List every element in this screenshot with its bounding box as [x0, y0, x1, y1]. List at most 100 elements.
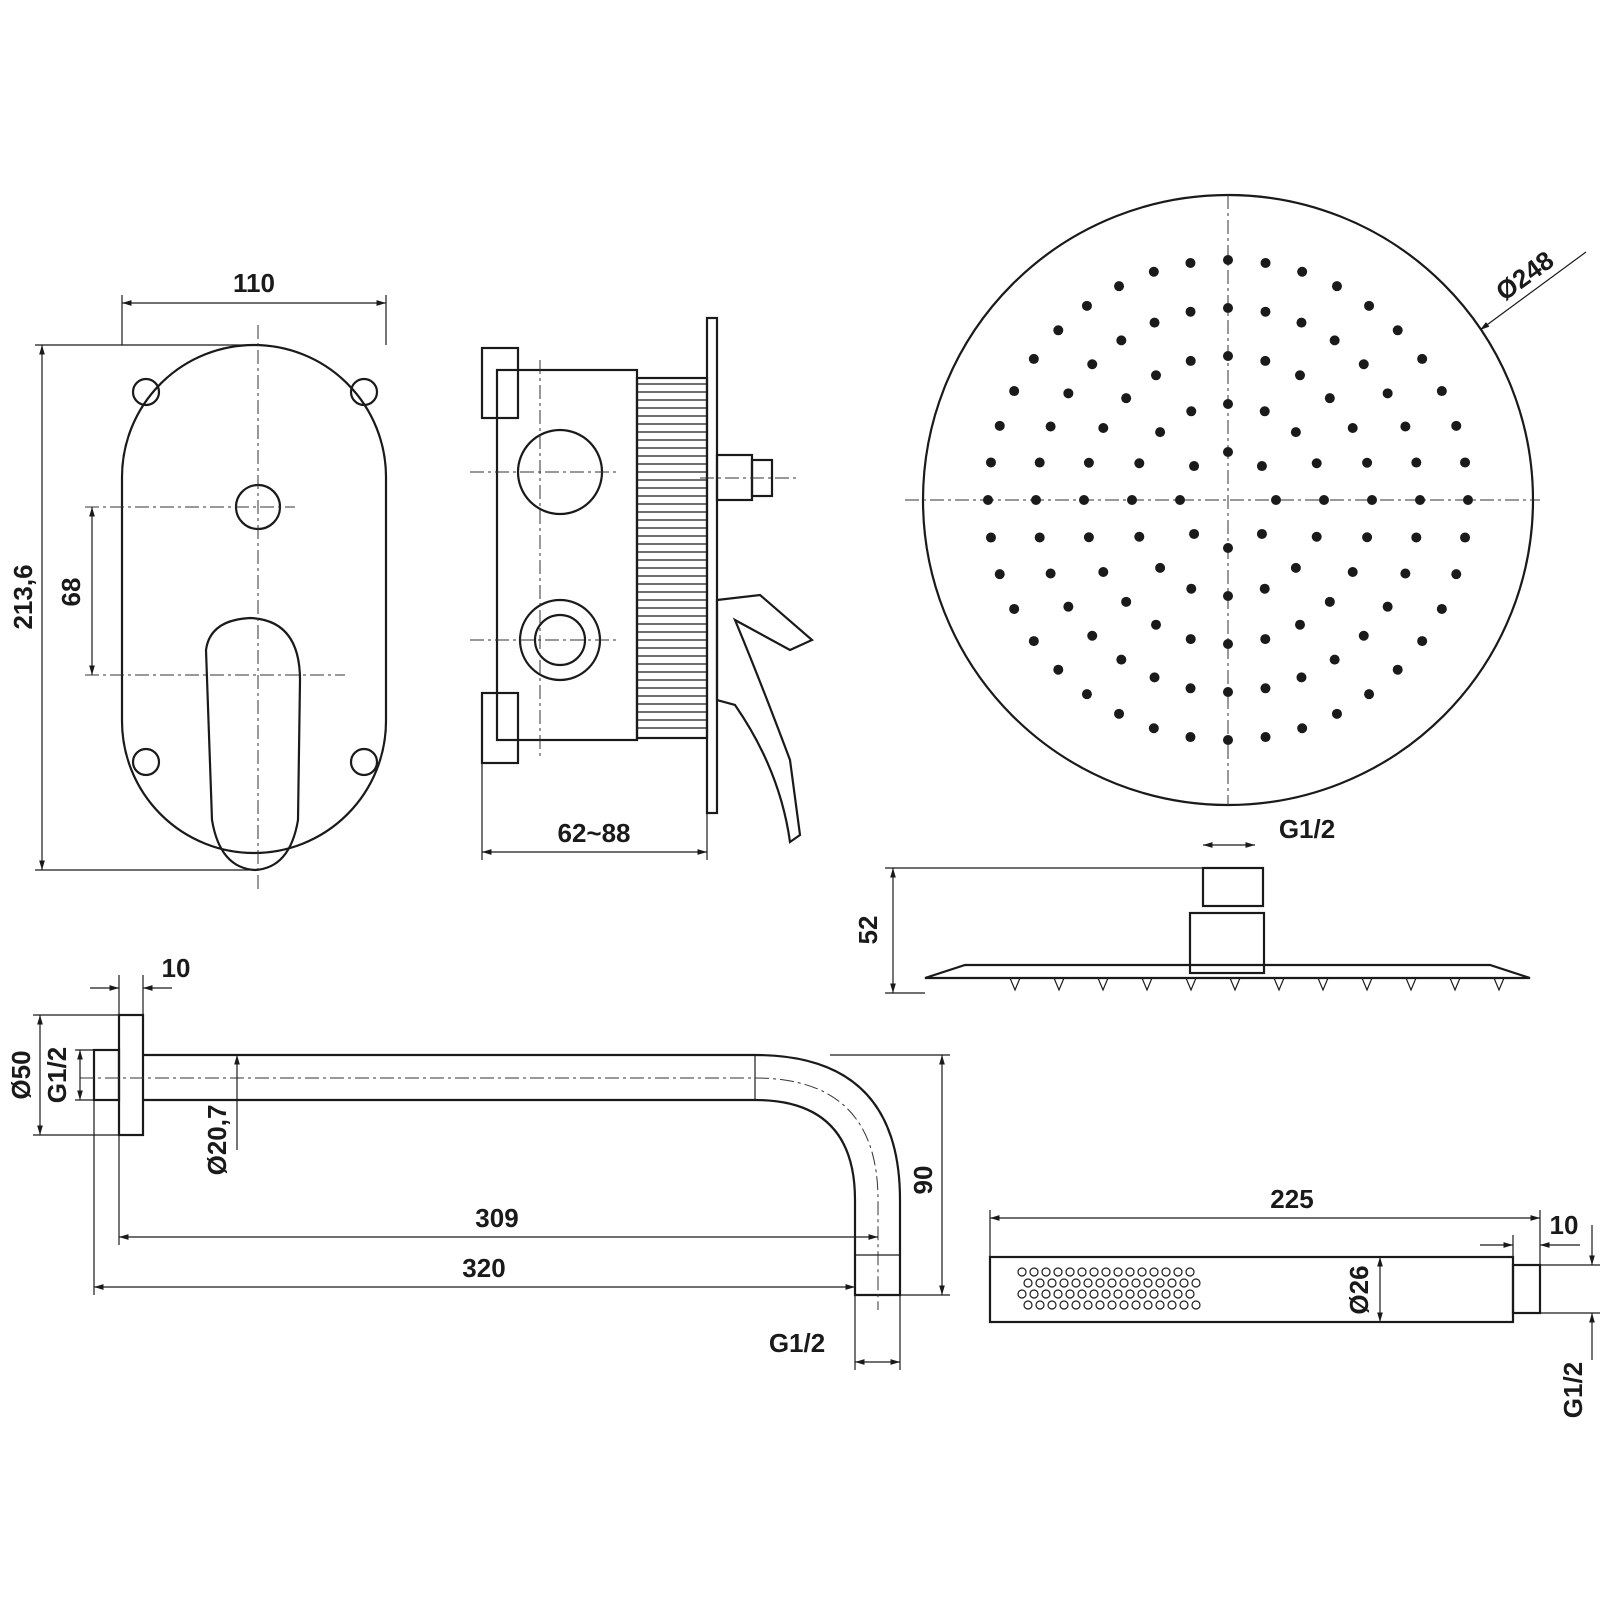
nozzle-dot	[1127, 495, 1137, 505]
hand-nozzle	[1119, 1300, 1129, 1310]
nozzle-dot	[1009, 386, 1020, 397]
hand-nozzle	[1155, 1278, 1165, 1288]
hand-nozzle	[1167, 1278, 1177, 1288]
hand-nozzle	[1149, 1289, 1159, 1299]
nozzle-dot	[1331, 281, 1342, 292]
hand-nozzle	[1143, 1278, 1153, 1288]
nozzle-dot	[1436, 603, 1447, 614]
hand-nozzle	[1137, 1267, 1147, 1277]
nozzle-dot	[1031, 495, 1041, 505]
nozzle-dot	[1185, 257, 1196, 268]
hand-nozzle	[1179, 1278, 1189, 1288]
nozzle-dot	[1053, 325, 1064, 336]
nozzle-dot	[1185, 732, 1196, 743]
nozzle-dot	[985, 457, 996, 468]
nozzle-dot	[1028, 353, 1039, 364]
hand-nozzle	[1041, 1289, 1051, 1299]
nozzle-dot	[1134, 531, 1145, 542]
hand-nozzle	[1173, 1267, 1183, 1277]
hand-nozzle	[1149, 1267, 1159, 1277]
nozzle-dot	[1053, 664, 1064, 675]
hand-nozzle	[1131, 1300, 1141, 1310]
nozzle-dot	[1415, 495, 1425, 505]
nozzle-dot	[1149, 317, 1160, 328]
nozzle-dot	[1063, 601, 1074, 612]
dim-flange-diameter: Ø50	[6, 1050, 36, 1099]
nozzle-dot	[1189, 528, 1200, 539]
hand-nozzle	[1191, 1300, 1201, 1310]
hand-nozzle	[1179, 1300, 1189, 1310]
nozzle-dot	[1271, 495, 1281, 505]
hand-nozzle	[1113, 1289, 1123, 1299]
hand-nozzle	[1071, 1278, 1081, 1288]
nozzle-dot	[1223, 591, 1233, 601]
hand-nozzle	[1107, 1300, 1117, 1310]
dim-length-total: 320	[462, 1253, 505, 1283]
dim-inlet-thread: G1/2	[42, 1047, 72, 1103]
nozzle-dot	[1290, 562, 1301, 573]
hand-nozzle	[1029, 1267, 1039, 1277]
nozzle-dot	[1382, 388, 1393, 399]
shower-arm: 10 Ø50 G1/2 Ø20,7 90 309 320 G1/2	[6, 953, 950, 1370]
dim-drop: 90	[908, 1166, 938, 1195]
hand-nozzle	[1137, 1289, 1147, 1299]
hand-nozzle	[1059, 1300, 1069, 1310]
hand-nozzle	[1083, 1278, 1093, 1288]
nozzle-dot	[1186, 406, 1197, 417]
hand-nozzle	[1077, 1267, 1087, 1277]
nozzle-dot	[1311, 531, 1322, 542]
hand-shower: 225 10 Ø26 G1/2	[988, 1184, 1600, 1418]
nozzle-dot	[1358, 630, 1369, 641]
nozzle-dot	[1364, 689, 1375, 700]
nozzle-tooth	[1449, 977, 1461, 992]
nozzle-dot	[1260, 634, 1271, 645]
hand-nozzle	[1023, 1278, 1033, 1288]
hand-nozzle	[1125, 1267, 1135, 1277]
nozzle-dot	[1411, 457, 1422, 468]
mixer-side-view: 62~88	[470, 316, 815, 860]
nozzle-tooth	[1317, 977, 1329, 992]
nozzle-dot	[1324, 596, 1335, 607]
nozzle-dot	[1297, 723, 1308, 734]
nozzle-dot	[1362, 457, 1373, 468]
nozzle-dot	[1259, 406, 1270, 417]
nozzle-tooth	[1493, 977, 1505, 992]
hand-nozzle	[1125, 1289, 1135, 1299]
nozzle-dot	[1116, 335, 1127, 346]
nozzle-dot	[1223, 303, 1233, 313]
nozzle-tooth	[1185, 977, 1197, 992]
hand-nozzle	[1035, 1300, 1045, 1310]
nozzle-dot	[1256, 461, 1267, 472]
dim-height: 213,6	[8, 564, 38, 629]
dim-hand-thread: G1/2	[1558, 1362, 1588, 1418]
hand-nozzle	[1155, 1300, 1165, 1310]
nozzle-dot	[1121, 393, 1132, 404]
nozzle-dot	[1297, 266, 1308, 277]
nozzle-dot	[1155, 427, 1166, 438]
hand-nozzle	[1017, 1267, 1027, 1277]
hand-nozzle	[1095, 1278, 1105, 1288]
nozzle-dot	[1295, 619, 1305, 630]
nozzle-dot	[1400, 568, 1411, 579]
nozzle-tooth	[1361, 977, 1373, 992]
hand-nozzle	[1185, 1267, 1195, 1277]
nozzle-dot	[1116, 654, 1127, 665]
nozzle-dot	[1223, 447, 1233, 457]
hand-nozzle	[1059, 1278, 1069, 1288]
nozzle-dot	[1098, 423, 1109, 433]
nozzle-dot	[1417, 353, 1428, 364]
nozzle-dot	[1121, 596, 1132, 607]
hand-nozzle	[1071, 1300, 1081, 1310]
nozzle-dot	[1290, 427, 1301, 438]
nozzle-dot	[1063, 388, 1074, 399]
nozzle-dot	[1259, 583, 1270, 594]
nozzle-dot	[1151, 619, 1161, 630]
dim-width: 110	[233, 268, 275, 298]
nozzle-dot	[1155, 562, 1166, 573]
hand-nozzle	[1167, 1300, 1177, 1310]
nozzle-dot	[1347, 423, 1358, 433]
nozzle-dot	[1382, 601, 1393, 612]
nozzle-dot	[1296, 672, 1307, 683]
hand-nozzle	[1185, 1289, 1195, 1299]
